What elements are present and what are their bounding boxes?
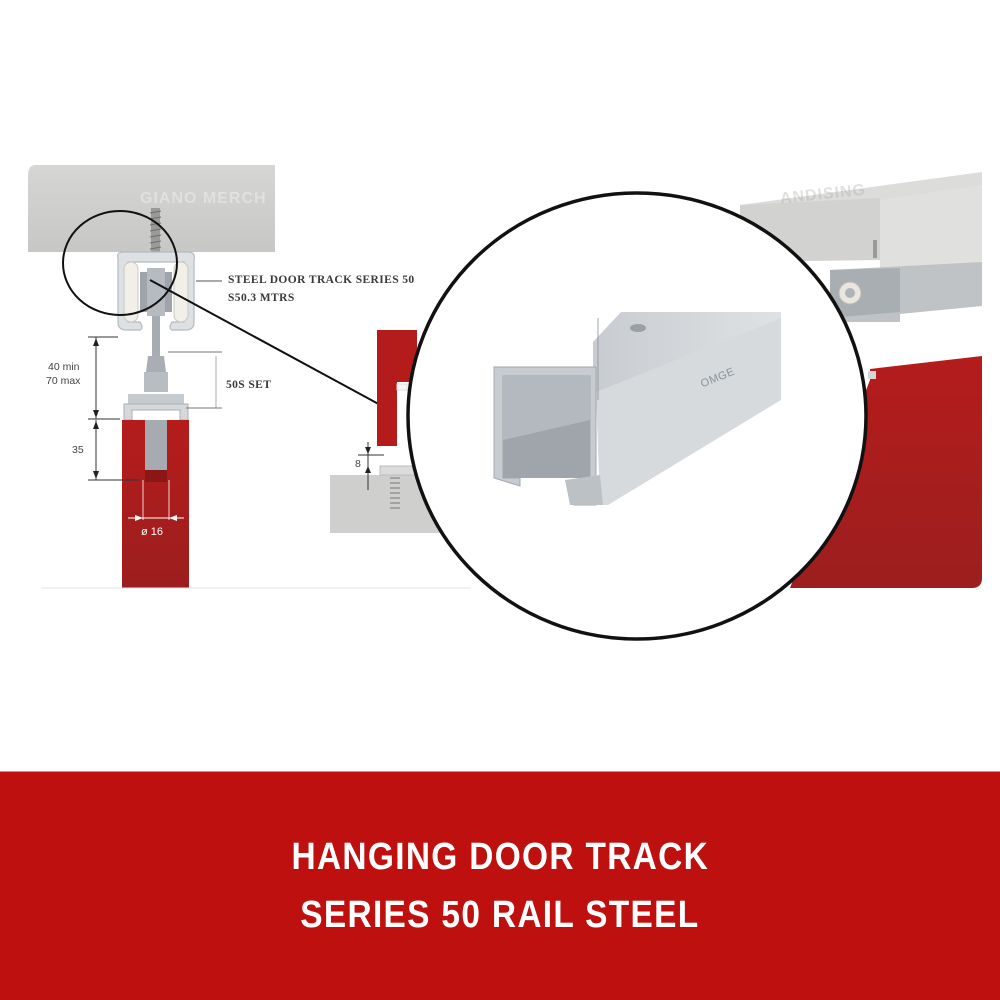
magnifier-small-circle bbox=[62, 210, 178, 316]
dimension-top-line1: 40 min bbox=[48, 361, 80, 373]
diameter-label: ø 16 bbox=[141, 526, 164, 538]
banner-title-line1: HANGING DOOR TRACK bbox=[291, 836, 709, 878]
watermark-left: GIANO MERCH bbox=[140, 190, 267, 207]
track-installation-diagram bbox=[28, 165, 982, 641]
steel-rail-closeup bbox=[493, 312, 781, 506]
track-cross-section bbox=[117, 251, 195, 421]
banner-title-line2: SERIES 50 RAIL STEEL bbox=[300, 894, 700, 936]
right-rail bbox=[830, 262, 982, 322]
dimension-lines bbox=[88, 280, 222, 481]
left-door-section bbox=[122, 420, 189, 588]
floor-gap-label: 8 bbox=[355, 458, 361, 470]
right-red-door bbox=[790, 356, 982, 588]
diagram-area: GIANO MERCH ANDISING STEEL DOOR TRACK SE… bbox=[28, 165, 982, 641]
ceiling-screw bbox=[149, 208, 162, 256]
callout-label-line2: S50.3 MTRS bbox=[228, 292, 295, 304]
dimension-bottom: 35 bbox=[72, 444, 84, 456]
title-banner: HANGING DOOR TRACK SERIES 50 RAIL STEEL bbox=[0, 771, 1000, 1000]
set-label: 50S SET bbox=[226, 379, 272, 391]
magnifier-large-circle bbox=[406, 191, 868, 641]
callout-label-line1: STEEL DOOR TRACK SERIES 50 bbox=[228, 274, 415, 286]
magnifier-connector-line bbox=[149, 279, 409, 421]
dimension-top-line2: 70 max bbox=[46, 375, 81, 387]
